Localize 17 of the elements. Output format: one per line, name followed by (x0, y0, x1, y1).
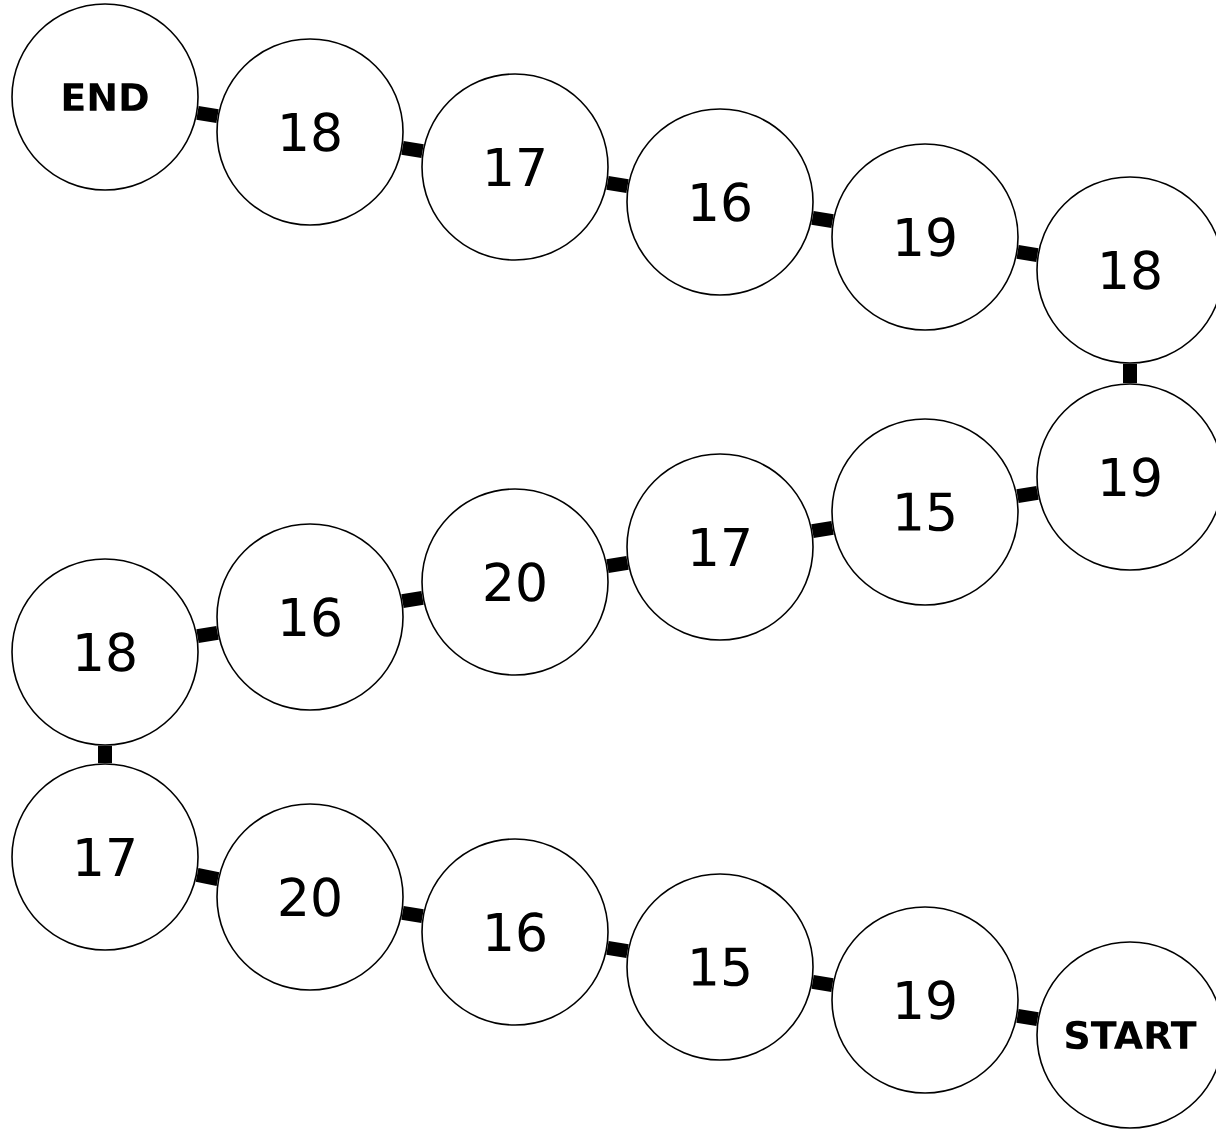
connector-bar (811, 210, 834, 229)
connector-bar (401, 590, 424, 609)
connector-bar (1016, 1008, 1039, 1027)
connector-bar (606, 555, 629, 574)
connector-bar (606, 940, 629, 959)
connector-bar (401, 140, 424, 159)
connector-bar (401, 905, 424, 924)
connector-bar (811, 520, 834, 539)
connector-bar (195, 868, 220, 886)
connector-bar (1016, 485, 1039, 504)
connector-bar (98, 745, 112, 764)
connector-bar (1016, 245, 1039, 262)
connector-bar (811, 975, 834, 992)
connector-bar (1123, 363, 1137, 384)
connector-bar (196, 105, 219, 124)
connector-bar (196, 625, 219, 644)
connector-bar (606, 175, 629, 194)
